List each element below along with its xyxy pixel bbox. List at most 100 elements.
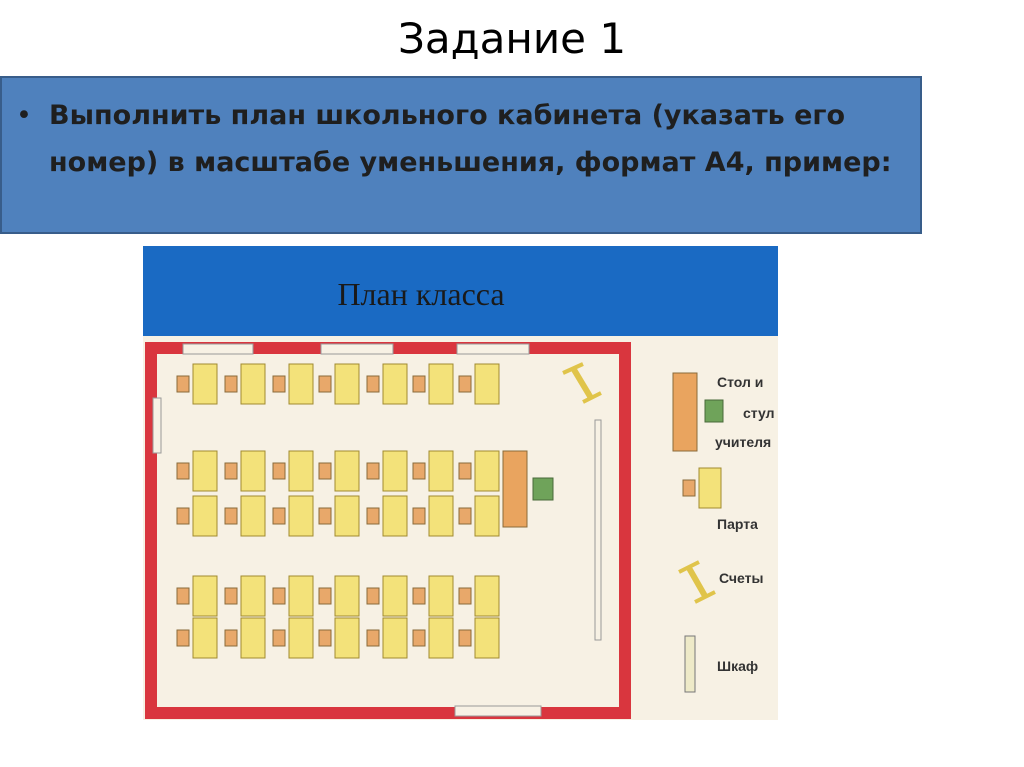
legend-teacher-label-3: учителя [715,434,772,450]
chair [176,375,190,393]
task-box: • Выполнить план школьного кабинета (ука… [0,76,922,234]
chair [318,462,332,480]
chair [412,629,426,647]
desk [428,450,454,492]
desk [474,575,500,617]
chair [366,587,380,605]
teacher-chair [532,477,554,501]
legend-cabinet-icon [684,635,696,693]
chair [176,462,190,480]
legend-teacher-label-1: Стол и [717,374,764,390]
chair [318,629,332,647]
chair [318,587,332,605]
desk [428,495,454,537]
desk [240,617,266,659]
legend-abacus-icon [678,560,716,604]
blackboard [594,419,602,641]
desk [240,450,266,492]
desk [192,450,218,492]
desk [474,617,500,659]
chair [458,462,472,480]
chair [412,462,426,480]
chair [272,629,286,647]
desk [288,495,314,537]
desk [334,495,360,537]
chair [176,587,190,605]
classroom-plan [145,342,724,719]
chair [458,629,472,647]
desk [334,617,360,659]
window [182,343,254,355]
legend-desk-icon [698,467,722,509]
desk [240,495,266,537]
chair [366,375,380,393]
classroom-plan-figure: План класса [143,246,778,720]
chair [318,507,332,525]
desk [192,617,218,659]
desk [382,617,408,659]
legend-shapes [672,372,724,693]
legend-abacus-label: Счеты [719,570,764,586]
teacher-table [502,450,528,528]
desk [288,363,314,405]
chair [458,375,472,393]
chair [366,462,380,480]
desk [288,575,314,617]
door [454,705,542,717]
window [320,343,394,355]
chair [412,587,426,605]
chair [224,462,238,480]
chair [224,507,238,525]
desk [240,575,266,617]
desk [428,617,454,659]
desks-group [176,363,500,659]
chair [272,587,286,605]
desk [474,450,500,492]
legend-teacher-table-icon [672,372,698,452]
desk [192,575,218,617]
classroom-room [145,342,631,719]
legend-teacher-chair-icon [704,399,724,423]
chair [366,629,380,647]
desk [428,575,454,617]
chair [224,587,238,605]
desk [240,363,266,405]
chair [272,507,286,525]
chair [224,375,238,393]
desk [428,363,454,405]
chair [318,375,332,393]
desk [334,575,360,617]
abacus-in-room [562,362,602,404]
wall-window-left [152,397,162,454]
window [456,343,530,355]
desk [382,450,408,492]
chair [458,587,472,605]
desk [334,450,360,492]
figure-title: План класса [337,276,505,312]
desk [382,363,408,405]
legend-cabinet-label: Шкаф [717,658,759,674]
chair [224,629,238,647]
desk [192,363,218,405]
chair [176,629,190,647]
desk [334,363,360,405]
chair [412,507,426,525]
chair [272,375,286,393]
desk [288,450,314,492]
bullet: • [16,100,32,131]
desk [382,575,408,617]
desk [474,363,500,405]
chair [458,507,472,525]
figure-header [143,246,778,336]
chair [412,375,426,393]
chair [366,507,380,525]
desk [192,495,218,537]
legend-desk-label: Парта [717,516,758,532]
legend-desk-chair-icon [682,479,696,497]
legend-teacher-label-2: стул [743,405,775,421]
task-text: Выполнить план школьного кабинета (указа… [49,100,892,178]
chair [176,507,190,525]
chair [272,462,286,480]
slide-title: Задание 1 [397,14,627,63]
desk [382,495,408,537]
